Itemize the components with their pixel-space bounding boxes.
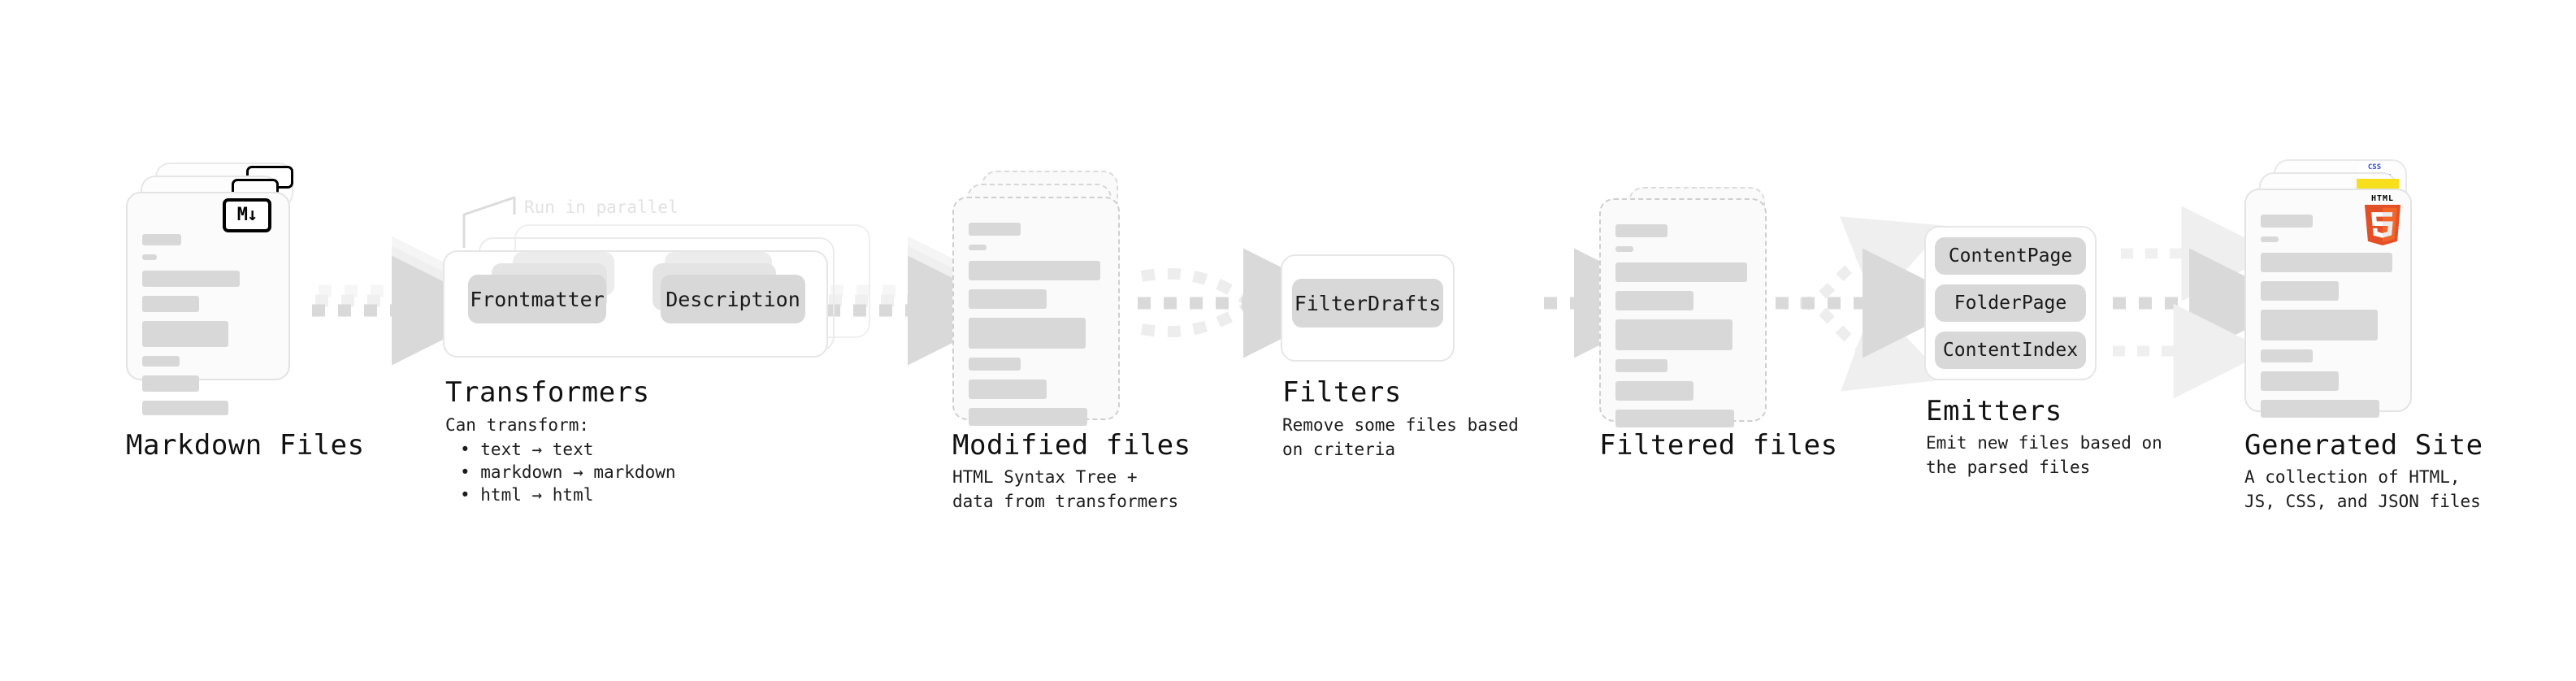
file-content-lines [969,223,1104,435]
chip-label: ContentIndex [1942,340,2079,361]
emitters-title: Emitters [1926,395,2062,427]
content-line [1615,359,1667,372]
content-line [1615,262,1747,282]
content-line [969,289,1047,309]
content-line [1615,224,1667,237]
css-badge-label: CSS [2367,163,2382,171]
filters-title: Filters [1282,376,1402,409]
transformers-subtitle: Can transform: [445,415,590,435]
content-line [2261,253,2392,272]
content-line [1615,319,1733,350]
content-line [142,271,240,287]
content-line [2261,236,2279,242]
connector-filtered-to-emitters [1776,216,1972,392]
markdown-files-title: Markdown Files [126,429,365,462]
connector-markdown-to-transformers [312,236,501,366]
content-line [1615,291,1693,310]
transformers-title: Transformers [445,376,650,409]
content-line [969,380,1047,399]
content-line [2261,371,2339,391]
transformers-bullet-0: • text → text [460,440,594,459]
markdown-badge-label: M↓ [236,205,258,225]
transformers-bullet-1: • markdown → markdown [460,462,676,482]
connector-modified-to-filters [1138,248,1353,358]
generated-site-stack: CSS HTML [2244,159,2412,418]
connector-emitters-to-site [2113,206,2299,399]
emitter-chip-folderpage[interactable]: FolderPage [1935,284,2086,322]
content-line [1615,246,1633,252]
transformer-chip-frontmatter[interactable]: Frontmatter [468,275,606,323]
chip-label: Description [666,287,800,311]
content-line [2261,400,2379,418]
content-line [969,245,987,250]
html5-shield-shape [2362,205,2403,245]
chip-label: FolderPage [1954,293,2067,314]
filters-subtitle: Remove some files based on criteria [1282,415,1519,459]
content-line [142,401,228,415]
content-line [1615,410,1734,427]
content-line [2261,215,2313,228]
content-line [969,223,1021,236]
run-in-parallel-note: Run in parallel [524,197,679,217]
content-line [2261,349,2313,362]
transformers-bullet-2: • html → html [460,485,594,505]
modified-files-title: Modified files [952,429,1191,462]
generated-site-title: Generated Site [2244,429,2483,462]
modified-files-subtitle: HTML Syntax Tree + data from transformer… [952,467,1179,511]
file-content-lines [2261,215,2396,427]
content-line [142,296,199,312]
chip-label: Frontmatter [470,287,605,311]
content-line [2261,310,2378,340]
html5-badge-icon: HTML [2361,195,2405,245]
content-line [142,375,199,392]
filtered-files-title: Filtered files [1599,429,1838,462]
markdown-badge-icon: M↓ [223,198,271,232]
content-line [142,254,157,260]
transformer-chip-description[interactable]: Description [661,275,805,323]
content-line [969,261,1100,280]
html5-badge-label: HTML [2370,194,2395,203]
content-line [969,318,1086,349]
generated-site-subtitle: A collection of HTML, JS, CSS, and JSON … [2244,467,2481,511]
content-line [969,358,1021,371]
content-line [1615,381,1693,401]
filter-chip-filterdrafts[interactable]: FilterDrafts [1292,279,1443,327]
content-line [142,321,228,347]
emitter-chip-contentindex[interactable]: ContentIndex [1935,332,2086,369]
emitters-subtitle: Emit new files based on the parsed files [1926,433,2162,477]
content-line [142,234,181,245]
content-line [969,408,1087,426]
file-content-lines [1615,224,1750,436]
chip-label: ContentPage [1948,245,2073,267]
content-line [2261,281,2339,301]
content-line [142,356,180,367]
emitter-chip-contentpage[interactable]: ContentPage [1935,237,2086,275]
chip-label: FilterDrafts [1294,291,1442,315]
file-content-lines [142,234,274,424]
